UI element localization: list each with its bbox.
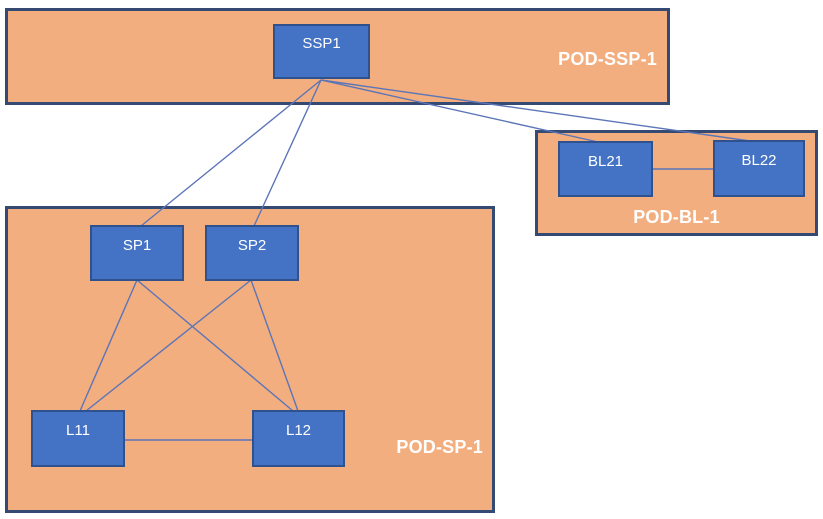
pod-ssp-1-label: POD-SSP-1 (558, 49, 657, 69)
node-bl21-label: BL21 (587, 152, 624, 170)
node-l12-label: L12 (285, 422, 312, 439)
node-l12: L12 (252, 410, 345, 467)
node-ssp1-label: SSP1 (302, 35, 341, 52)
node-l11-label: L11 (66, 422, 90, 439)
node-bl22: BL22 (713, 140, 805, 197)
node-sp2: SP2 (205, 225, 299, 281)
node-sp2-label: SP2 (237, 236, 267, 254)
node-ssp1: SSP1 (273, 24, 370, 79)
node-sp1: SP1 (90, 225, 184, 281)
pod-sp-1-label: POD-SP-1 (396, 437, 483, 457)
node-bl21: BL21 (558, 141, 653, 197)
pod-bl-1-label: POD-BL-1 (633, 207, 720, 227)
node-bl22-label: BL22 (741, 152, 777, 169)
node-l11: L11 (31, 410, 125, 467)
node-sp1-label: SP1 (122, 236, 152, 254)
